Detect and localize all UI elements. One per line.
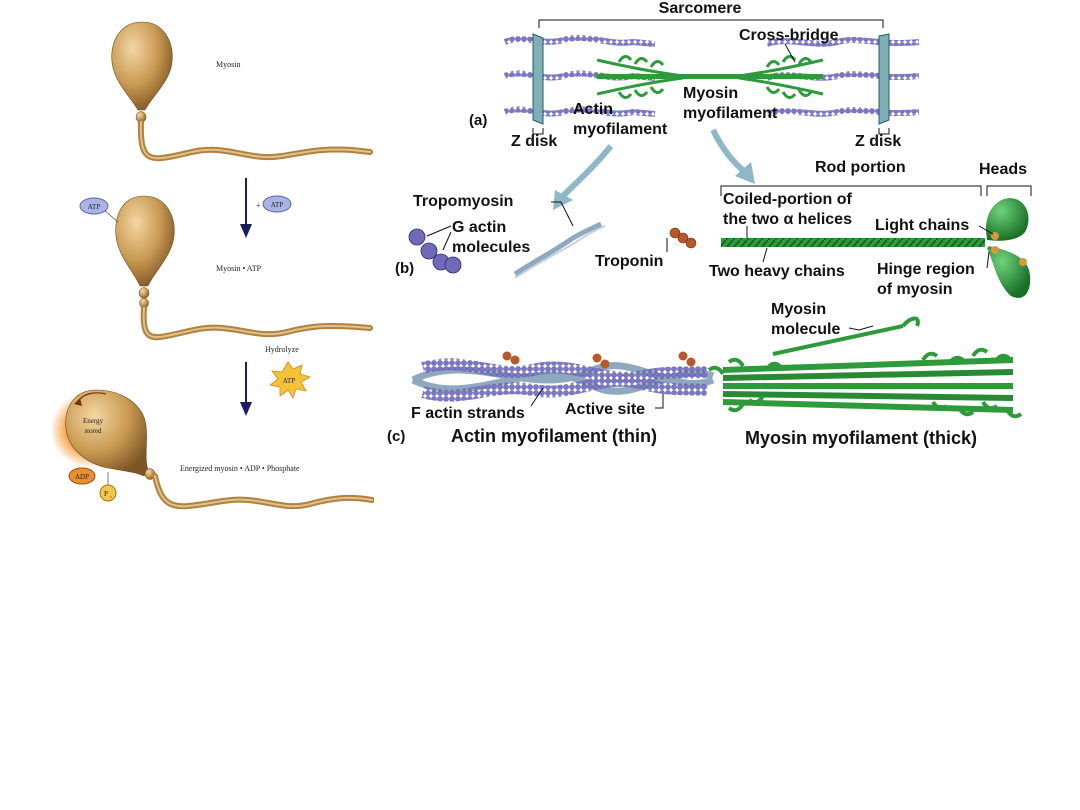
label-energized-myosin: Energized myosin • ADP • Phosphate <box>180 464 300 473</box>
sarcomere-structure-panel: Sarcomere Cross-bridge (a) Actin myofila… <box>383 0 1033 455</box>
arrow-down-1 <box>240 178 252 238</box>
actin-thin-filament <box>411 351 715 402</box>
label-myosin-molecule-2: molecule <box>771 321 840 338</box>
z-disk-left <box>532 33 544 125</box>
label-myosin-thick: Myosin myofilament (thick) <box>745 428 977 448</box>
label-g-actin-1: G actin <box>452 219 506 236</box>
energized-myosin <box>52 389 374 510</box>
atp-badge-bound: ATP <box>79 197 119 223</box>
sarcomere-bracket <box>538 19 884 28</box>
atp-hydrolysis-burst: ATP <box>269 361 312 399</box>
label-hinge-1: Hinge region <box>877 261 975 278</box>
tag-a: (a) <box>469 112 487 129</box>
zoom-arrow-actin <box>553 144 614 210</box>
myosin-molecule-single <box>772 316 920 356</box>
adp-badge-text: ADP <box>75 473 89 481</box>
label-myosin-molecule-1: Myosin <box>771 301 826 318</box>
phosphate-badge-text: P <box>104 490 108 498</box>
label-actin-2: myofilament <box>573 121 668 138</box>
atp-badge-added-text: ATP <box>271 201 284 209</box>
phosphate-badge: P i <box>99 484 117 502</box>
label-f-actin: F actin strands <box>411 405 525 422</box>
label-coiled-1: Coiled-portion of <box>723 191 853 208</box>
myosin-molecule-1 <box>111 21 373 162</box>
label-stored: stored <box>84 427 102 435</box>
tag-b: (b) <box>395 260 414 277</box>
myosin-filament-a <box>596 55 824 99</box>
label-myosin-2: myofilament <box>683 105 778 122</box>
tag-c: (c) <box>387 428 405 445</box>
label-actin-thin: Actin myofilament (thin) <box>451 426 657 446</box>
tropomyosin-strand <box>513 221 606 279</box>
label-energy: Energy <box>83 417 104 425</box>
sarcomere-figure: Sarcomere Cross-bridge (a) Actin myofila… <box>387 0 1032 448</box>
myosin-cycle-figure: Myosin + ATP ATP Myosin • ATP Hydrolyze … <box>52 21 374 510</box>
label-myosin: Myosin <box>216 60 240 69</box>
label-plus: + <box>256 201 261 210</box>
label-myosin-1: Myosin <box>683 85 738 102</box>
label-tropomyosin: Tropomyosin <box>413 193 513 210</box>
phosphate-badge-subscript: i <box>110 494 112 499</box>
label-cross-bridge: Cross-bridge <box>739 27 839 44</box>
adp-badge: ADP <box>68 467 96 485</box>
label-actin-1: Actin <box>573 101 613 118</box>
label-heads: Heads <box>979 161 1027 178</box>
g-actin-molecules <box>408 228 462 274</box>
label-coiled-2: the two α helices <box>723 211 852 228</box>
label-hydrolyze: Hydrolyze <box>265 345 299 354</box>
label-z-disk-left: Z disk <box>511 133 557 150</box>
label-g-actin-2: molecules <box>452 239 530 256</box>
label-hinge-2: of myosin <box>877 281 953 298</box>
myosin-atp-cycle-panel: Myosin + ATP ATP Myosin • ATP Hydrolyze … <box>52 10 374 516</box>
z-disk-right <box>878 33 890 125</box>
label-z-disk-right: Z disk <box>855 133 901 150</box>
label-sarcomere: Sarcomere <box>659 0 742 17</box>
atp-badge-bound-text: ATP <box>88 203 101 211</box>
zoom-arrow-myosin <box>710 128 755 184</box>
troponin-complex <box>669 227 697 249</box>
myosin-molecule-2 <box>115 195 373 341</box>
label-rod-portion: Rod portion <box>815 159 906 176</box>
label-myosin-atp: Myosin • ATP <box>216 264 262 273</box>
arrow-down-2 <box>240 362 252 416</box>
label-heavy-chains: Two heavy chains <box>709 263 845 280</box>
atp-burst-text: ATP <box>283 377 296 385</box>
myosin-heads-b <box>985 198 1031 298</box>
label-active-site: Active site <box>565 401 645 418</box>
myosin-thick-filament <box>707 347 1023 419</box>
myosin-rod-b <box>721 238 985 247</box>
label-troponin: Troponin <box>595 253 663 270</box>
atp-badge-added: ATP <box>262 195 292 213</box>
label-light-chains: Light chains <box>875 217 969 234</box>
